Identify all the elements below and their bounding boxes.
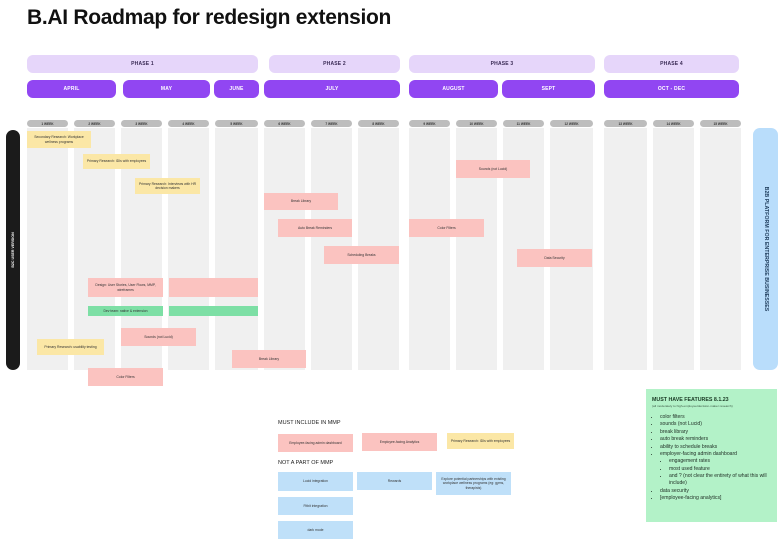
must-item-primary-research: Primary Research: IDIs with employees xyxy=(447,433,514,449)
features-subheading: (all moderately to high-employee/decisio… xyxy=(652,404,733,408)
week-12-label: 12 WEEK xyxy=(550,120,593,127)
feature-item: auto break reminders xyxy=(660,436,771,443)
not-item-fitbit: Fitbit integration xyxy=(278,497,353,515)
feature-item-label: employer-facing admin dashboard xyxy=(660,450,738,457)
week-6-column xyxy=(264,128,305,370)
sticky-break-library: Break Library xyxy=(264,193,338,210)
week-6-label: 6 WEEK xyxy=(264,120,305,127)
b2b-lane-bar: B2B PLATFORM FOR ENTERPRISE BUSINESSES xyxy=(753,128,778,370)
week-2-label: 2 WEEK xyxy=(74,120,115,127)
not-item-rewards: Rewards xyxy=(357,472,432,490)
sticky-sounds-phase1: Sounds (not Lucid) xyxy=(121,328,196,346)
month-june: JUNE xyxy=(214,80,259,98)
week-7-label: 7 WEEK xyxy=(311,120,352,127)
features-heading: MUST HAVE FEATURES 8.1.23 xyxy=(652,397,729,403)
week-5-column xyxy=(215,128,258,370)
feature-subitem: engagement rates xyxy=(669,458,771,465)
feature-item: break library xyxy=(660,429,771,436)
month-may: MAY xyxy=(123,80,210,98)
phase-2-header: PHASE 2 xyxy=(269,55,400,73)
not-item-partnerships: Explore potential partnerships with exis… xyxy=(436,472,511,495)
sticky-color-filters-phase1: Color Filters xyxy=(88,368,163,386)
feature-item: employer-facing admin dashboard engageme… xyxy=(660,451,771,488)
features-sublist: engagement rates most used feature and ?… xyxy=(660,458,771,488)
phase-1-header: PHASE 1 xyxy=(27,55,258,73)
must-include-heading: MUST INCLUDE IN MMP xyxy=(278,420,341,426)
b2b-lane-label: B2B PLATFORM FOR ENTERPRISE BUSINESSES xyxy=(762,186,769,312)
b2c-lane-label: B2C USER VERSION xyxy=(11,232,15,268)
sticky-dev-team-continued xyxy=(169,306,258,316)
week-4-label: 4 WEEK xyxy=(168,120,209,127)
week-1-column xyxy=(27,128,68,370)
feature-item: [employee-facing analytics] xyxy=(660,495,771,502)
sticky-design-continued xyxy=(169,278,258,297)
month-july: JULY xyxy=(264,80,400,98)
week-15-column xyxy=(700,128,741,370)
feature-item: data security xyxy=(660,488,771,495)
week-8-label: 8 WEEK xyxy=(358,120,399,127)
week-10-label: 10 WEEK xyxy=(456,120,497,127)
sticky-color-filters-phase3: Color Filters xyxy=(409,219,484,237)
week-9-label: 9 WEEK xyxy=(409,120,450,127)
week-3-label: 3 WEEK xyxy=(121,120,162,127)
feature-item: color filters xyxy=(660,414,771,421)
week-13-label: 13 WEEK xyxy=(604,120,647,127)
not-item-dark-mode: dark mode xyxy=(278,521,353,539)
feature-item: sounds (not Lucid) xyxy=(660,421,771,428)
week-9-column xyxy=(409,128,450,370)
sticky-break-library-phase1: Break Library xyxy=(232,350,306,368)
month-sept: SEPT xyxy=(502,80,595,98)
sticky-scheduling-breaks: Scheduling Breaks xyxy=(324,246,399,264)
must-item-admin-dashboard: Employee-facing admin dashboard xyxy=(278,434,353,452)
sticky-secondary-research: Secondary Research: Workplace wellness p… xyxy=(27,131,91,148)
sticky-primary-research-hr: Primary Research: Interviews with HR dec… xyxy=(135,178,200,194)
b2c-lane-bar: B2C USER VERSION xyxy=(6,130,20,370)
sticky-sounds-phase3: Sounds (not Lucid) xyxy=(456,160,530,178)
phase-3-header: PHASE 3 xyxy=(409,55,595,73)
week-5-label: 5 WEEK xyxy=(215,120,258,127)
month-august: AUGUST xyxy=(409,80,498,98)
must-item-analytics: Employee-facing Analytics xyxy=(362,433,437,451)
month-oct-dec: OCT - DEC xyxy=(604,80,739,98)
features-list: color filters sounds (not Lucid) break l… xyxy=(652,414,771,503)
week-13-column xyxy=(604,128,647,370)
sticky-primary-research-idis: Primary Research: IDIs with employees xyxy=(83,154,150,169)
must-have-features-note: MUST HAVE FEATURES 8.1.23 (all moderatel… xyxy=(646,389,777,522)
sticky-auto-break-reminders: Auto Break Reminders xyxy=(278,219,352,237)
week-14-label: 14 WEEK xyxy=(653,120,694,127)
sticky-dev-team: Dev team: native & extension xyxy=(88,306,163,316)
week-14-column xyxy=(653,128,694,370)
week-11-label: 11 WEEK xyxy=(503,120,544,127)
not-mmp-heading: NOT A PART OF MMP xyxy=(278,460,334,466)
feature-subitem: and ? (not clear the entirety of what th… xyxy=(669,473,771,488)
sticky-data-security: Data Security xyxy=(517,249,592,267)
not-item-lucid: Lucid integration xyxy=(278,472,353,491)
week-1-label: 1 WEEK xyxy=(27,120,68,127)
month-april: APRIL xyxy=(27,80,116,98)
feature-item: ability to schedule breaks xyxy=(660,444,771,451)
week-15-label: 15 WEEK xyxy=(700,120,741,127)
sticky-design: Design: User Stories, User Flows, MMP, w… xyxy=(88,278,163,297)
sticky-usability-testing: Primary Research: usability testing xyxy=(37,339,104,355)
feature-subitem: most used feature xyxy=(669,466,771,473)
phase-4-header: PHASE 4 xyxy=(604,55,739,73)
page-title: B.AI Roadmap for redesign extension xyxy=(27,6,392,29)
